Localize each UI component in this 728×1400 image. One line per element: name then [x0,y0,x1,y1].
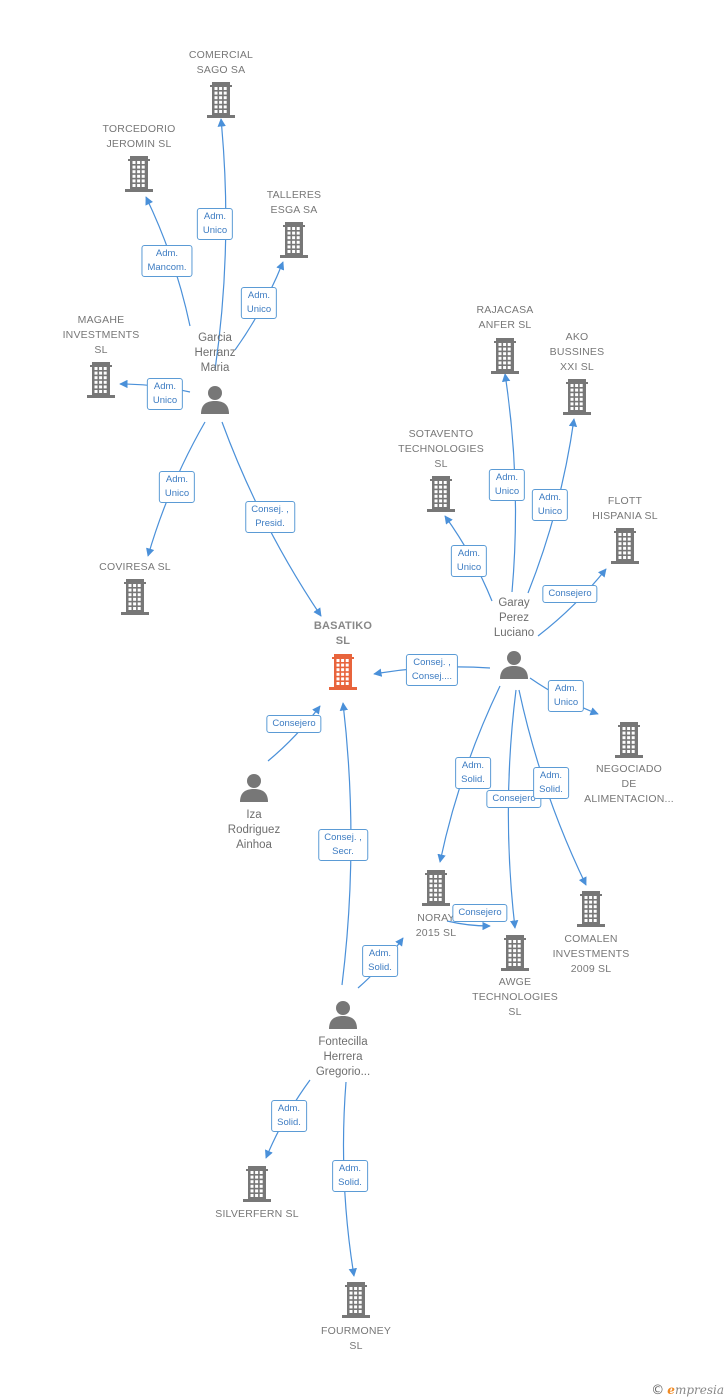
node-label-talleres[interactable]: TALLERES ESGA SA [266,189,322,216]
edge-label-fontecilla-silverfern[interactable]: Adm. Solid. [271,1100,307,1132]
building-icon-ako[interactable] [563,379,591,415]
copyright-symbol: © [651,1383,665,1398]
building-icon-fourmoney[interactable] [342,1282,370,1318]
edge-garay-awge [507,689,519,929]
node-label-flott[interactable]: FLOTT HISPANIA SL [592,495,658,522]
building-icon-silverfern[interactable] [243,1166,271,1202]
node-label-torcedorio[interactable]: TORCEDORIO JEROMIN SL [102,123,176,150]
brand-name: mpresia [674,1383,724,1397]
node-label-comercial[interactable]: COMERCIAL SAGO SA [188,49,254,76]
building-icon-flott[interactable] [611,528,639,564]
building-icon-talleres[interactable] [280,222,308,258]
edge-label-garay-ako[interactable]: Adm. Unico [531,489,569,521]
person-icon-fontecilla[interactable] [329,1001,357,1029]
building-icon-torcedorio[interactable] [125,156,153,192]
node-label-magahe[interactable]: MAGAHE INVESTMENTS SL [62,314,140,356]
edge-label-garay-comalen[interactable]: Adm. Solid. [533,767,569,799]
building-icon-rajacasa[interactable] [491,338,519,374]
edge-label-garay-sotavento[interactable]: Adm. Unico [450,545,488,577]
edge-label-garcia-magahe[interactable]: Adm. Unico [146,378,184,410]
person-icon-garay[interactable] [500,651,528,679]
building-icon-negociado[interactable] [615,722,643,758]
brand-initial: e [667,1383,675,1397]
building-icon-basatiko[interactable] [329,654,357,690]
edge-label-garay-noray[interactable]: Adm. Solid. [455,757,491,789]
edge-label-garay-rajacasa[interactable]: Adm. Unico [488,469,526,501]
edge-label-garcia-coviresa[interactable]: Adm. Unico [158,471,196,503]
node-label-iza[interactable]: Iza Rodriguez Ainhoa [227,809,281,851]
edge-label-fontecilla-fourmoney[interactable]: Adm. Solid. [332,1160,368,1192]
building-icon-comercial[interactable] [207,82,235,118]
node-label-awge[interactable]: AWGE TECHNOLOGIES SL [472,976,558,1018]
edge-label-garay-negociado[interactable]: Adm. Unico [547,680,585,712]
node-label-negociado[interactable]: NEGOCIADO DE ALIMENTACION... [584,763,674,805]
building-icon-awge[interactable] [501,935,529,971]
node-label-fontecilla[interactable]: Fontecilla Herrera Gregorio... [315,1036,371,1078]
node-label-fourmoney[interactable]: FOURMONEY SL [320,1325,392,1352]
node-label-garay[interactable]: Garay Perez Luciano [493,597,535,639]
node-label-rajacasa[interactable]: RAJACASA ANFER SL [476,304,534,331]
edge-label-fontecilla-basatiko[interactable]: Consej. , Secr. [318,829,368,861]
edge-iza-basatiko [267,705,321,762]
icons-layer [87,82,643,1318]
edge-label-fontecilla-noray[interactable]: Adm. Solid. [362,945,398,977]
edges-layer [119,118,607,1277]
brand-logo: ©empresia [651,1383,724,1398]
node-label-basatiko[interactable]: BASATIKO SL [313,620,373,647]
building-icon-noray[interactable] [422,870,450,906]
person-icon-iza[interactable] [240,774,268,802]
edge-label-garay-flott[interactable]: Consejero [542,585,598,603]
node-label-silverfern[interactable]: SILVERFERN SL [215,1208,299,1220]
person-icon-garcia[interactable] [201,386,229,414]
node-label-comalen[interactable]: COMALEN INVESTMENTS 2009 SL [552,933,630,975]
edge-noray-awge [446,920,491,931]
edge-label-garcia-basatiko[interactable]: Consej. , Presid. [245,501,295,533]
edge-label-iza-basatiko[interactable]: Consejero [266,715,322,733]
node-label-coviresa[interactable]: COVIRESA SL [99,561,171,573]
edge-label-noray-awge[interactable]: Consejero [452,904,508,922]
edge-label-garcia-comercial[interactable]: Adm. Unico [196,208,234,240]
node-label-ako[interactable]: AKO BUSSINES XXI SL [549,331,605,373]
edge-label-garcia-torcedorio[interactable]: Adm. Mancom. [141,245,193,277]
edge-garcia-comercial [214,118,227,371]
node-label-sotavento[interactable]: SOTAVENTO TECHNOLOGIES SL [398,428,484,470]
node-label-garcia[interactable]: Garcia Herranz Maria [194,332,236,374]
edge-label-garcia-talleres[interactable]: Adm. Unico [240,287,278,319]
building-icon-comalen[interactable] [577,891,605,927]
edge-label-garay-awge[interactable]: Consejero [486,790,542,808]
edge-label-garay-basatiko[interactable]: Consej. , Consej.... [405,654,459,686]
building-icon-sotavento[interactable] [427,476,455,512]
building-icon-magahe[interactable] [87,362,115,398]
edge-garay-flott [537,568,607,637]
building-icon-coviresa[interactable] [121,579,149,615]
node-label-noray[interactable]: NORAY 2015 SL [415,912,457,939]
